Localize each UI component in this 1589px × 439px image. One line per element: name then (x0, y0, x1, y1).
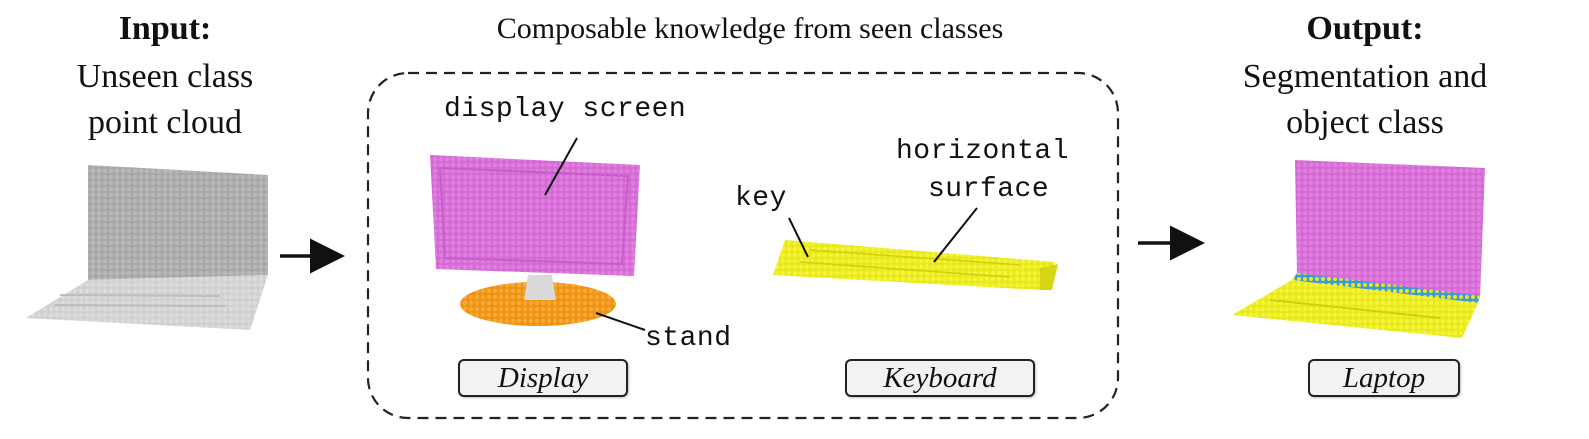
input-description-line1: Unseen class (76, 58, 254, 95)
leader-display-screen (544, 137, 578, 196)
output-description-line1: Segmentation and (1242, 58, 1488, 95)
output-description-line2: object class (1286, 104, 1444, 141)
output-laptop-pointcloud (1232, 160, 1485, 338)
class-label-laptop: Laptop (1308, 359, 1460, 397)
part-label-horizontal: horizontal (896, 136, 1070, 167)
center-title: Composable knowledge from seen classes (496, 12, 1004, 45)
part-label-stand: stand (645, 323, 732, 354)
class-label-display: Display (458, 359, 628, 397)
part-label-surface: surface (928, 174, 1050, 205)
input-description-line2: point cloud (88, 104, 242, 141)
leader-key (788, 217, 809, 258)
class-label-keyboard: Keyboard (845, 359, 1035, 397)
leader-horizontal-surface (933, 207, 978, 263)
input-heading: Input: (118, 10, 212, 47)
input-laptop-pointcloud (26, 165, 268, 330)
composable-knowledge-box (366, 71, 1120, 420)
keyboard-pointcloud (773, 240, 1058, 290)
output-heading: Output: (1306, 10, 1424, 47)
leader-stand (595, 312, 646, 331)
part-label-display-screen: display screen (444, 94, 687, 125)
display-pointcloud (430, 155, 640, 326)
part-label-key: key (735, 183, 787, 214)
